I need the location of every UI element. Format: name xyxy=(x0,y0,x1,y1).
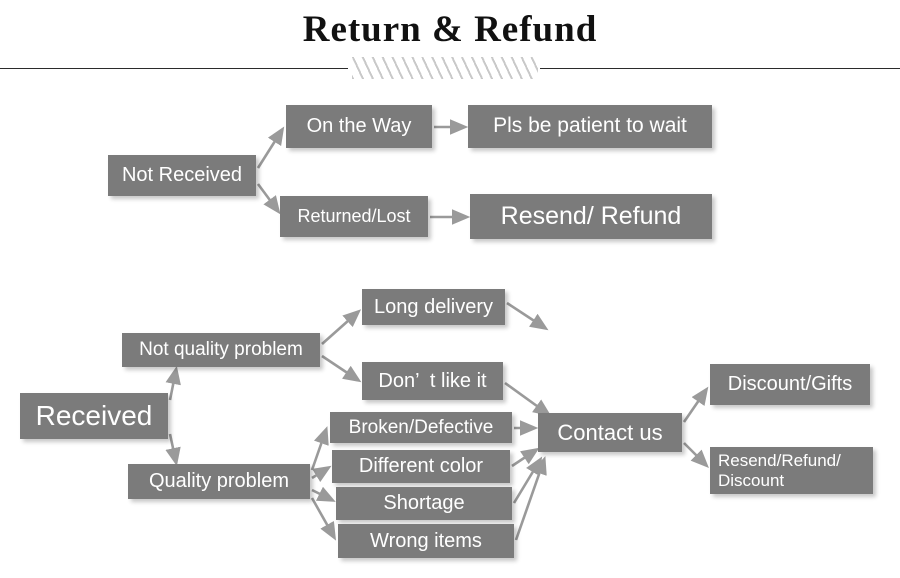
flow-arrow-not-received-to-returned-lost xyxy=(256,183,281,215)
flow-node-received[interactable]: Received xyxy=(20,393,168,439)
flow-node-on-the-way[interactable]: On the Way xyxy=(286,105,432,148)
flow-arrow-not-received-to-on-the-way xyxy=(256,126,285,169)
flow-arrow-received-to-not-quality xyxy=(165,365,181,401)
flow-node-discount-gifts[interactable]: Discount/Gifts xyxy=(710,364,870,405)
flow-node-returned-lost[interactable]: Returned/Lost xyxy=(280,196,428,237)
flow-arrow-wrong-items-to-contact-us xyxy=(514,456,547,541)
flow-arrow-quality-problem-to-different-color xyxy=(311,465,332,483)
flow-node-not-received[interactable]: Not Received xyxy=(108,155,256,196)
flow-node-broken-defective[interactable]: Broken/Defective xyxy=(330,412,512,443)
flow-node-wrong-items[interactable]: Wrong items xyxy=(338,524,514,558)
flow-arrow-long-delivery-to-contact-us xyxy=(506,301,549,331)
flow-node-shortage[interactable]: Shortage xyxy=(336,487,512,520)
page-title: Return & Refund xyxy=(302,9,598,50)
flow-arrow-contact-us-to-discount-gifts xyxy=(682,386,709,423)
flow-node-resend-refund[interactable]: Resend/ Refund xyxy=(470,194,712,239)
diagonal-hatch-divider-icon xyxy=(352,57,538,79)
flow-node-quality-problem[interactable]: Quality problem xyxy=(128,464,310,499)
flow-node-long-delivery[interactable]: Long delivery xyxy=(362,289,505,325)
flow-arrow-different-color-to-contact-us xyxy=(511,447,540,468)
flow-arrow-contact-us-to-resend-refund-discount xyxy=(683,442,709,468)
flow-node-resend-refund-discount[interactable]: Resend/Refund/ Discount xyxy=(710,447,873,494)
divider-line-left xyxy=(0,68,348,69)
flow-arrow-dont-like-it-to-contact-us xyxy=(504,381,552,417)
flow-arrow-quality-problem-to-wrong-items xyxy=(310,497,337,541)
flow-node-different-color[interactable]: Different color xyxy=(332,450,510,483)
flow-arrow-quality-problem-to-shortage xyxy=(311,486,336,502)
flow-arrow-not-quality-to-long-delivery xyxy=(321,309,362,345)
flow-arrow-quality-problem-to-broken-defective xyxy=(310,426,329,471)
divider-line-right xyxy=(540,68,900,69)
flow-node-pls-be-patient[interactable]: Pls be patient to wait xyxy=(468,105,712,148)
flow-node-dont-like-it[interactable]: Don’ t like it xyxy=(362,362,503,400)
flow-node-not-quality[interactable]: Not quality problem xyxy=(122,333,320,367)
flow-arrow-not-quality-to-dont-like-it xyxy=(321,354,362,383)
flow-node-contact-us[interactable]: Contact us xyxy=(538,413,682,452)
flow-arrow-received-to-quality-problem xyxy=(165,433,181,467)
